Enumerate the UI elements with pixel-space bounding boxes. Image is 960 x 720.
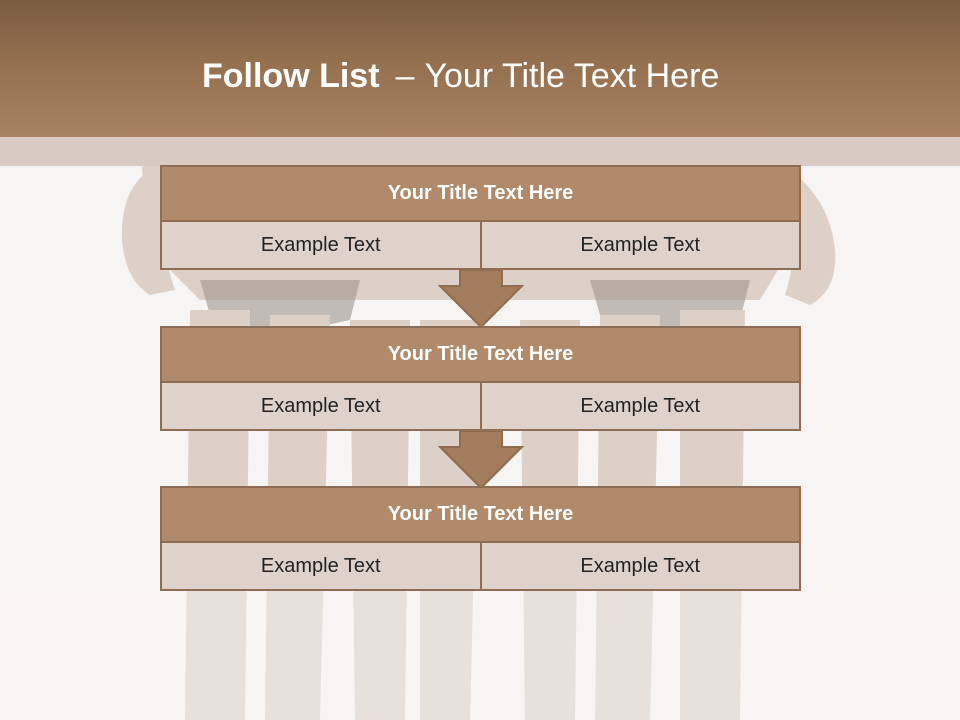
list-box: Your Title Text Here Example Text Exampl… — [160, 486, 801, 591]
box-title: Your Title Text Here — [160, 326, 801, 383]
box-row: Example Text Example Text — [160, 222, 801, 270]
box-cell: Example Text — [479, 383, 801, 431]
box-title: Your Title Text Here — [160, 486, 801, 543]
header-strip — [0, 137, 960, 166]
header-band — [0, 0, 960, 137]
box-cell: Example Text — [479, 222, 801, 270]
box-title: Your Title Text Here — [160, 165, 801, 222]
box-cell: Example Text — [160, 383, 482, 431]
box-row: Example Text Example Text — [160, 543, 801, 591]
box-cell: Example Text — [160, 222, 482, 270]
list-box: Your Title Text Here Example Text Exampl… — [160, 326, 801, 431]
box-cell: Example Text — [479, 543, 801, 591]
slide-title: Follow List–Your Title Text Here — [202, 52, 719, 100]
slide-title-rest: Your Title Text Here — [424, 57, 720, 95]
box-cell: Example Text — [160, 543, 482, 591]
box-row: Example Text Example Text — [160, 383, 801, 431]
slide-title-bold: Follow List — [202, 57, 380, 95]
slide-title-separator: – — [395, 57, 415, 95]
down-arrow-icon — [438, 431, 524, 489]
down-arrow-icon — [438, 270, 524, 328]
list-box: Your Title Text Here Example Text Exampl… — [160, 165, 801, 270]
